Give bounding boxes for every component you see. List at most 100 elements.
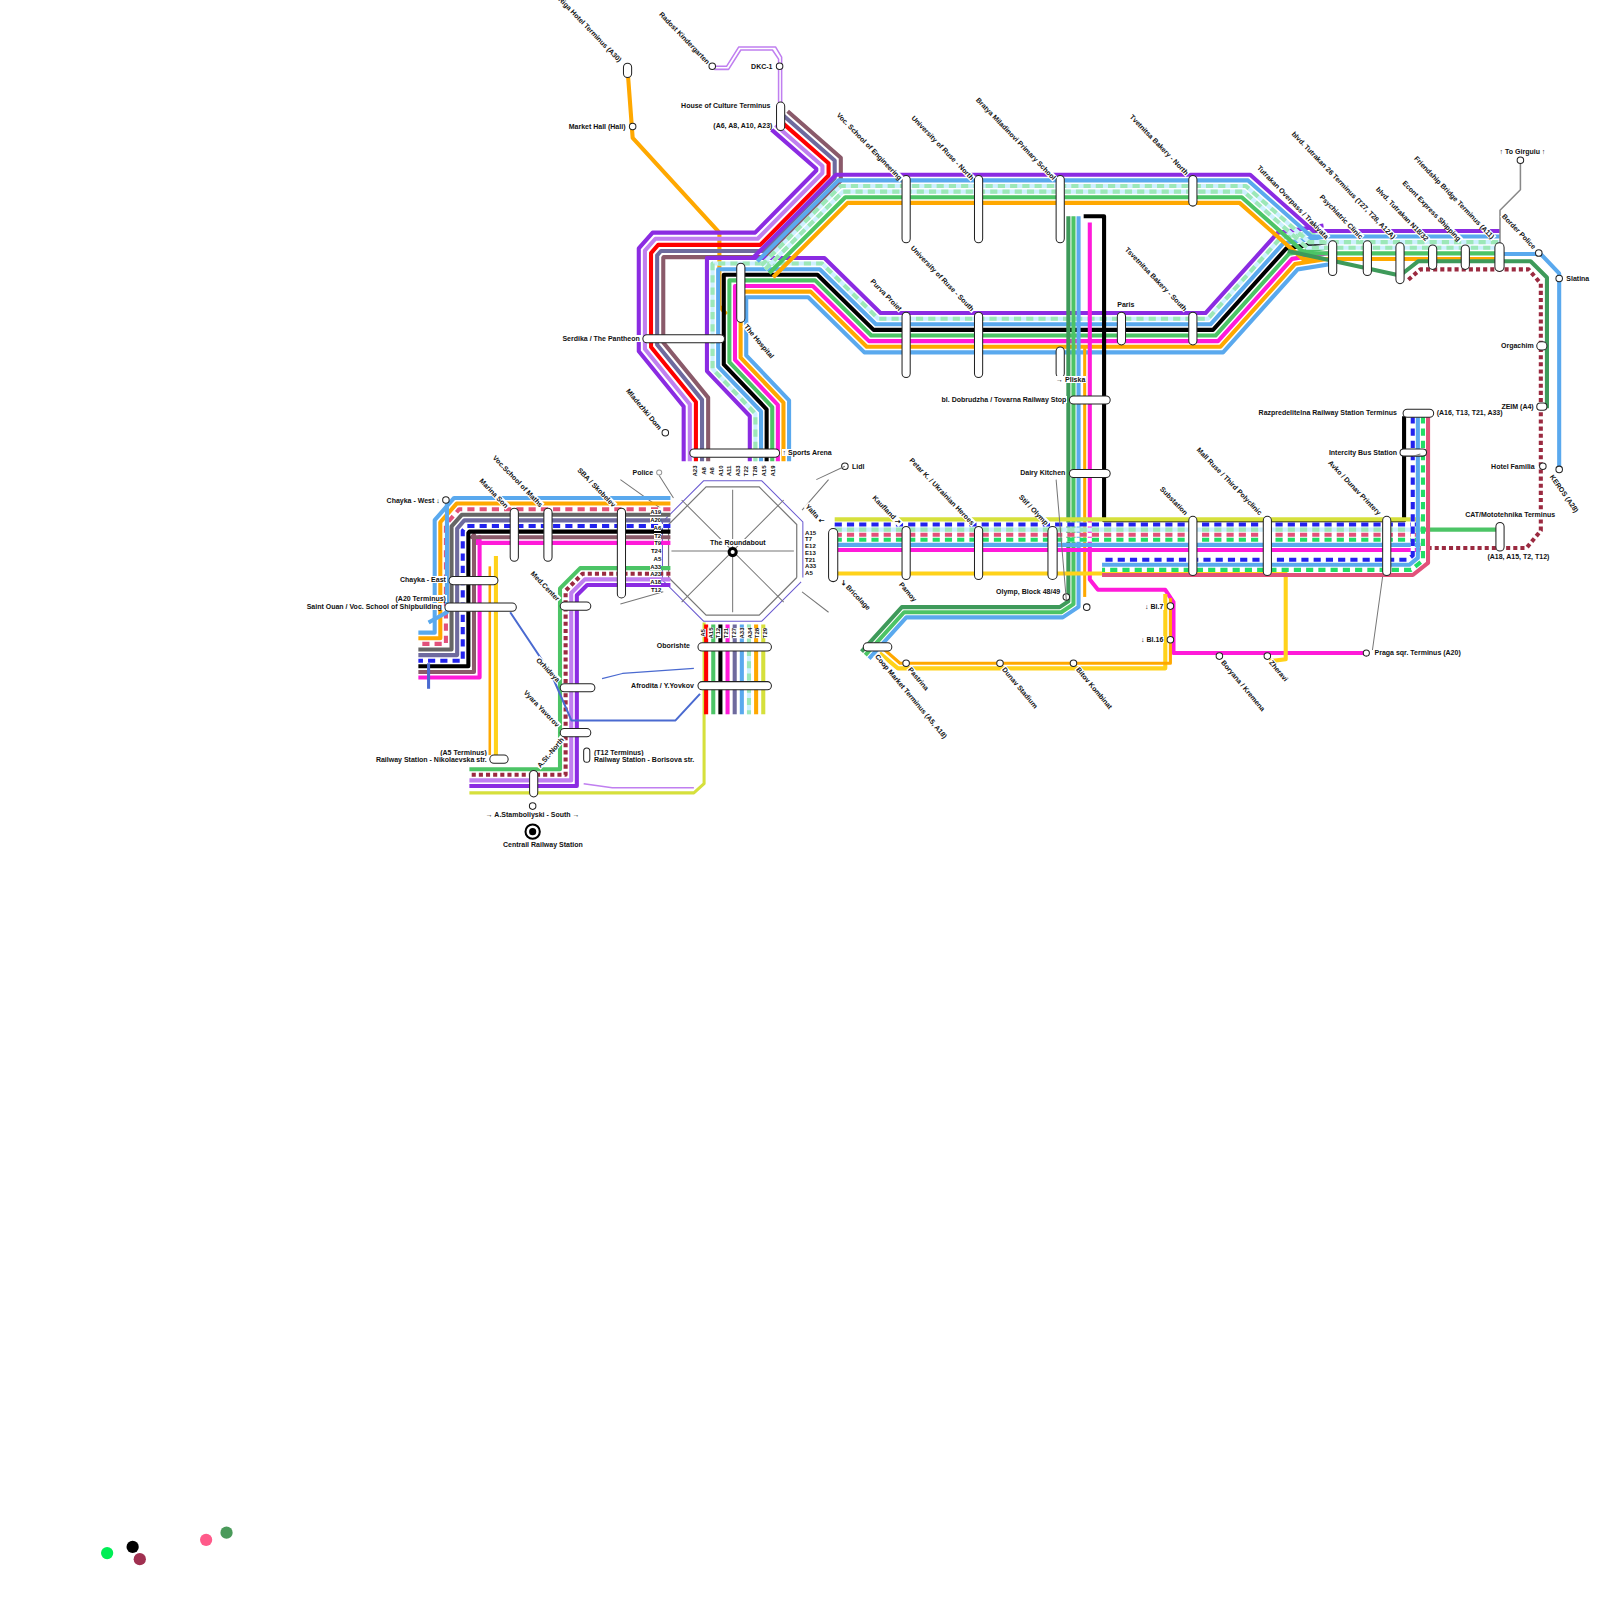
station-marker — [1495, 243, 1504, 272]
station-marker — [698, 643, 771, 651]
station-marker — [974, 176, 982, 243]
route-line — [729, 248, 1327, 462]
route-line — [835, 517, 1421, 521]
station-label: Kaufland ↗ — [871, 493, 904, 527]
route-line — [427, 663, 430, 689]
leader-line — [659, 454, 1420, 650]
station-dot — [1070, 660, 1077, 667]
route-line — [835, 548, 1421, 552]
route-tag: A23 — [650, 571, 661, 577]
station-label: → Pliska — [1055, 376, 1086, 383]
route-line — [835, 522, 1421, 526]
route-line — [835, 528, 1421, 532]
railway-symbol — [529, 828, 536, 835]
station-marker — [510, 508, 518, 561]
station-label: Mladezhki Dom — [625, 387, 664, 432]
station-label: Substation — [1158, 484, 1190, 516]
station-label: KEROS (A28) — [1548, 472, 1580, 514]
station-label: Riga Hotel Terminus (A30) — [557, 0, 624, 64]
route-line-dash — [1102, 416, 1423, 570]
route-tag: A33 — [650, 564, 661, 570]
station-label: (A16, T13, T21, A33) — [1436, 409, 1504, 416]
station-dot — [709, 63, 716, 70]
station-dot — [1536, 250, 1543, 257]
station-label: Purva Proiet — [868, 277, 903, 313]
route-line-dash — [835, 528, 1421, 532]
station-label: Boryana / Kremena — [1220, 658, 1268, 713]
station-label: Econt Express Shipping — [1400, 179, 1462, 243]
route-line — [584, 784, 694, 788]
route-tag: T2 — [654, 533, 661, 539]
station-label: Railway Station - Nikolaevska str. — [375, 756, 488, 763]
station-label: Afrodita / Y.Yovkov — [630, 682, 695, 689]
route-tag: E12 — [805, 543, 816, 549]
roundabout-outline — [669, 487, 797, 615]
station-marker — [490, 755, 508, 763]
station-marker — [1496, 522, 1504, 551]
station-label: ↓ Bl.7 — [1144, 603, 1164, 610]
station-dot — [629, 123, 636, 130]
color-dot — [101, 1547, 113, 1559]
route-line — [884, 598, 1171, 663]
station-label: Avko / Dunav Printery — [1326, 458, 1383, 516]
route-tag: A5 — [654, 556, 662, 562]
station-dot — [657, 470, 662, 475]
route-line — [1084, 216, 1404, 520]
route-tag: A33 — [739, 627, 745, 638]
route-line — [740, 624, 744, 714]
station-label: ZEIM (A4) — [1500, 403, 1534, 410]
route-line — [1090, 222, 1368, 653]
station-marker — [544, 508, 552, 561]
station-label: Pamoy — [898, 580, 919, 604]
route-tag: A11 — [726, 466, 732, 477]
route-line — [865, 216, 1073, 655]
route-line-dash — [835, 533, 1421, 537]
route-line — [735, 253, 1328, 461]
station-marker — [1117, 312, 1125, 345]
route-line — [1102, 416, 1423, 570]
station-dot — [1556, 466, 1563, 473]
station-marker — [829, 529, 838, 582]
station-label: Pastrina — [907, 665, 931, 692]
station-marker — [1189, 312, 1197, 345]
route-line — [712, 47, 781, 102]
route-tag: T28 — [754, 628, 760, 638]
station-label: Police — [632, 469, 655, 476]
station-label: (A18, A15, T2, T12) — [1486, 553, 1550, 560]
station-marker — [1056, 347, 1064, 378]
station-marker — [1069, 469, 1110, 477]
station-label: DKC-1 — [750, 63, 773, 70]
station-label: Voc. School of Engineering — [834, 111, 903, 182]
station-label: bl. Dobrudzha / Tovarna Railway Stop — [941, 396, 1068, 403]
route-tag: A5 — [805, 570, 813, 576]
station-label: Lidl — [851, 463, 865, 470]
station-label: Stif / Olymp — [1017, 493, 1050, 527]
station-marker — [863, 643, 892, 651]
station-dot — [1167, 603, 1174, 610]
station-marker — [1069, 396, 1110, 404]
station-label: House of Culture Terminus — [680, 102, 771, 109]
route-tag: A6 — [709, 468, 715, 476]
station-marker — [643, 335, 725, 343]
route-tag: T29 — [762, 628, 768, 638]
station-label: Zheravi — [1268, 658, 1291, 683]
station-dot — [1216, 653, 1223, 660]
station-label: Slatina — [1565, 275, 1590, 282]
station-marker — [902, 312, 910, 377]
route-tag: A20 — [650, 517, 661, 523]
station-label: Razpredelitelna Railway Station Terminus — [1258, 409, 1398, 416]
route-tag: A15 — [761, 466, 767, 477]
station-marker — [1189, 176, 1197, 207]
route-line-dash — [1102, 416, 1413, 559]
station-marker — [1403, 409, 1434, 417]
route-line — [489, 566, 492, 755]
route-line — [494, 556, 498, 760]
station-label: Market Hall (Hali) — [568, 123, 627, 130]
station-label: (A20 Terminus) — [395, 595, 447, 602]
station-label: ↑ To Girguiu ↑ — [1499, 148, 1547, 155]
station-label: Dairy Kitchen — [1019, 469, 1066, 476]
station-marker — [445, 603, 516, 611]
station-label: Serdika / The Pantheon — [561, 335, 640, 342]
route-line — [718, 237, 1325, 462]
